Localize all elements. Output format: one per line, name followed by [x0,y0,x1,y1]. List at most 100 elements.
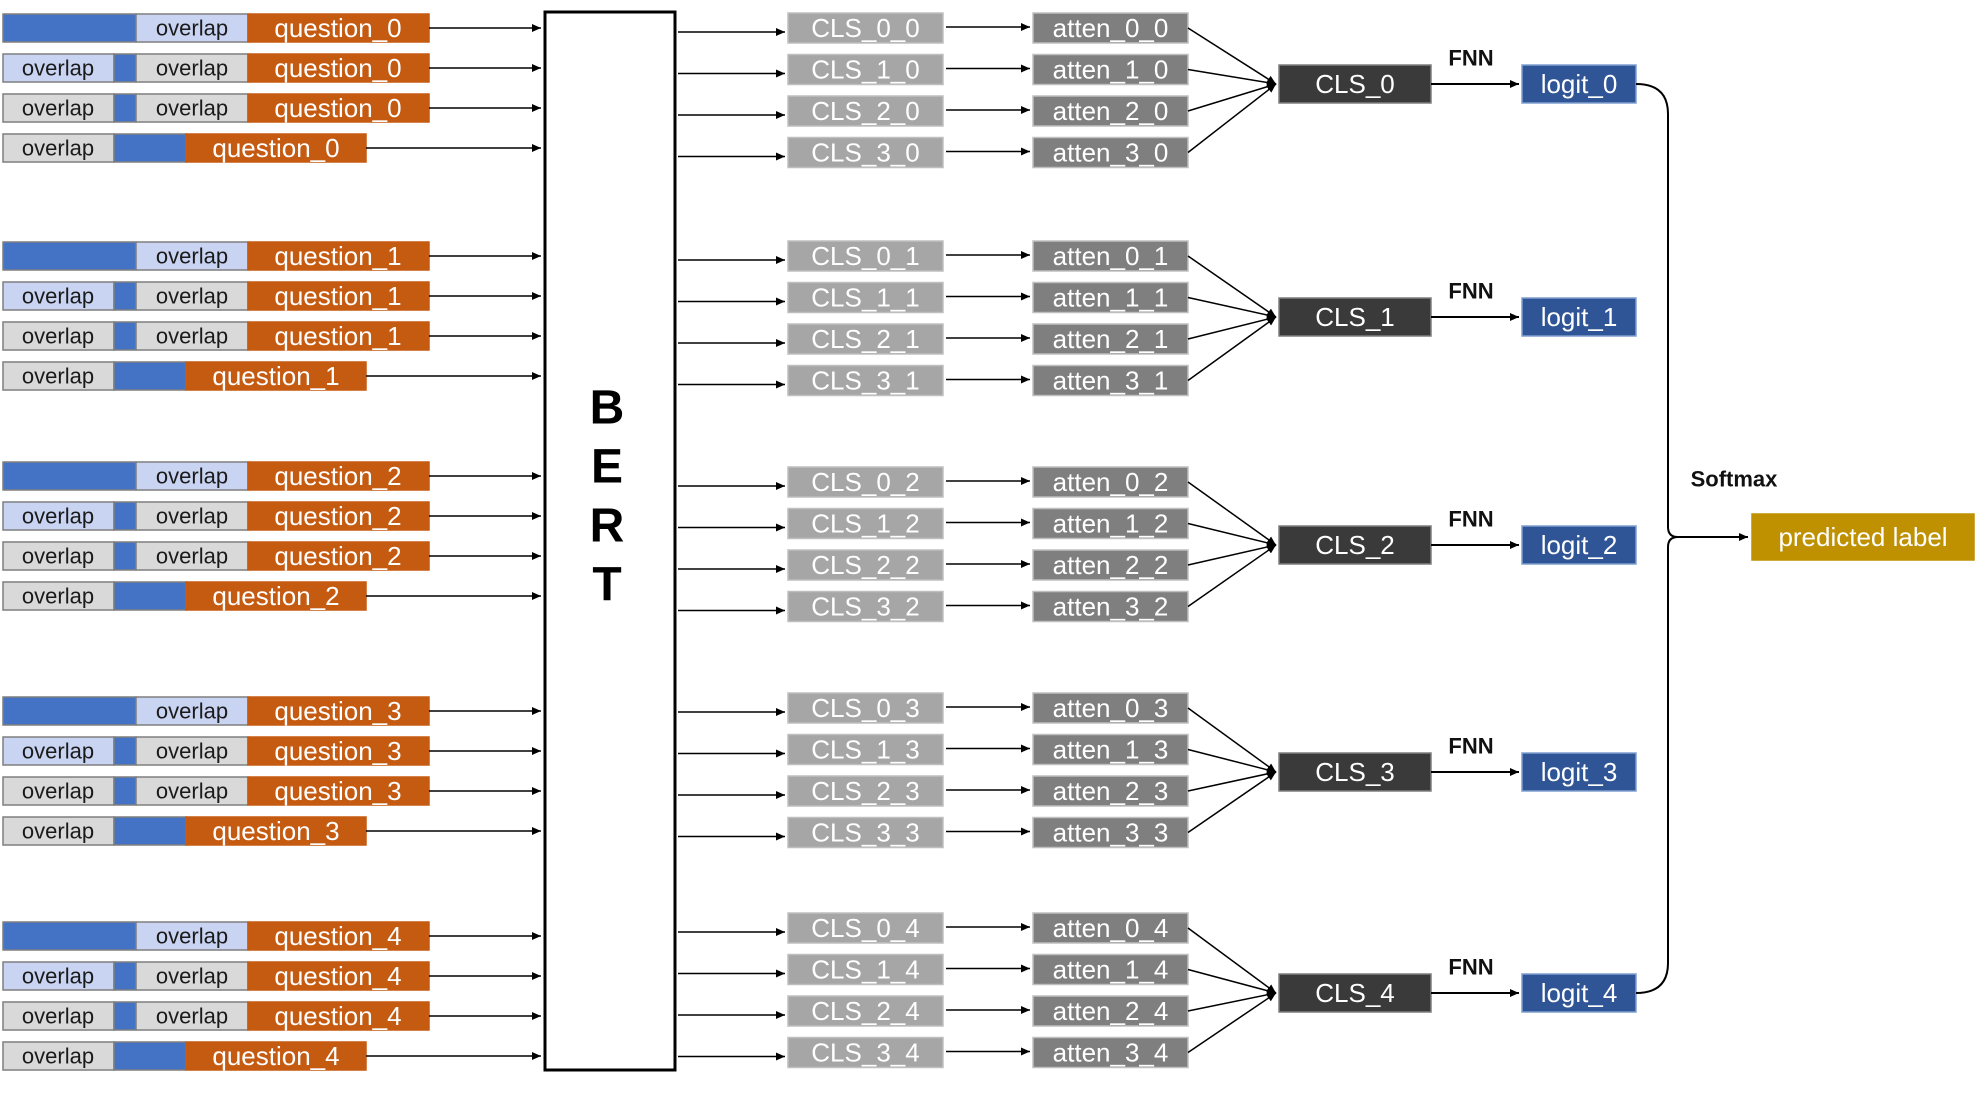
overlap-label: overlap [22,1044,94,1069]
overlap-segment [135,93,249,123]
attention-to-pooled-arrow [1187,316,1277,382]
overlap-label: overlap [156,964,228,989]
bert-letter: B [590,382,625,435]
overlap-label: overlap [156,544,228,569]
cls-token-label: CLS_2_1 [811,324,919,354]
attention-to-pooled-arrow [1187,481,1277,546]
logit-label: logit_1 [1541,302,1618,332]
softmax-brace [1635,83,1679,994]
cls-token-label: CLS_2_3 [811,776,919,806]
attention-label: atten_1_1 [1053,283,1169,313]
chunk-segment [113,133,187,163]
chunk-segment [2,696,137,726]
cls-token-box [787,240,944,272]
bert-letter: R [590,500,625,553]
question-label: question_1 [274,321,401,351]
attention-box [1032,136,1189,169]
overlap-label: overlap [22,96,94,121]
overlap-segment [2,1041,115,1071]
cls-token-box [787,136,944,169]
attention-box [1032,12,1189,44]
question-segment [247,961,430,991]
logit-label: logit_3 [1541,757,1618,787]
chunk-segment [113,961,137,991]
question-label: question_1 [274,281,401,311]
question-segment [247,696,430,726]
overlap-label: overlap [22,504,94,529]
pooled-cls-label: CLS_4 [1315,978,1395,1008]
overlap-label: overlap [156,56,228,81]
bert-letter: E [591,441,623,494]
chunk-segment [2,13,137,43]
cls-token-label: CLS_1_0 [811,55,919,85]
logit-box [1521,297,1637,337]
pooled-cls-label: CLS_3 [1315,757,1395,787]
overlap-label: overlap [22,739,94,764]
overlap-label: overlap [22,284,94,309]
attention-label: atten_1_4 [1053,955,1169,985]
overlap-segment [2,541,115,571]
attention-box [1032,507,1189,540]
overlap-label: overlap [22,364,94,389]
attention-to-pooled-arrow [1187,522,1277,547]
chunk-segment [113,736,137,766]
pooled-cls-box [1278,64,1432,104]
attention-label: atten_3_2 [1053,592,1169,622]
cls-token-box [787,549,944,581]
attention-label: atten_1_3 [1053,735,1169,765]
pooled-cls-box [1278,973,1432,1013]
overlap-label: overlap [22,819,94,844]
attention-label: atten_2_0 [1053,96,1169,126]
cls-token-label: CLS_2_0 [811,96,919,126]
overlap-segment [135,13,249,43]
attention-to-pooled-arrow [1187,769,1277,792]
cls-token-box [787,323,944,355]
cls-token-label: CLS_0_1 [811,241,919,271]
cls-token-box [787,995,944,1027]
question-label: question_2 [274,501,401,531]
overlap-segment [135,541,249,571]
question-label: question_4 [212,1041,339,1071]
overlap-label: overlap [156,1004,228,1029]
attention-to-pooled-arrow [1187,296,1277,319]
attention-to-pooled-arrow [1187,771,1277,834]
overlap-segment [2,53,115,83]
overlap-segment [2,93,115,123]
question-label: question_3 [212,816,339,846]
attention-box [1032,692,1189,724]
question-segment [185,816,367,846]
question-segment [247,53,430,83]
cls-token-label: CLS_3_1 [811,366,919,396]
overlap-label: overlap [156,244,228,269]
cls-token-label: CLS_1_3 [811,735,919,765]
attention-box [1032,466,1189,498]
attention-to-pooled-arrow [1187,543,1277,566]
attention-box [1032,953,1189,986]
question-segment [185,133,367,163]
overlap-label: overlap [22,1004,94,1029]
overlap-label: overlap [156,739,228,764]
predicted-label-box [1751,513,1975,561]
attention-to-pooled-arrow [1187,707,1277,773]
question-segment [185,581,367,611]
cls-token-box [787,733,944,766]
attention-to-pooled-arrow [1187,82,1277,112]
attention-box [1032,281,1189,314]
attention-label: atten_0_4 [1053,913,1169,943]
cls-token-label: CLS_0_4 [811,913,919,943]
question-segment [247,736,430,766]
question-label: question_1 [212,361,339,391]
cls-token-box [787,507,944,540]
overlap-segment [2,361,115,391]
cls-token-box [787,1036,944,1069]
question-label: question_4 [274,1001,401,1031]
pooled-cls-label: CLS_0 [1315,69,1395,99]
cls-token-label: CLS_1_4 [811,955,919,985]
chunk-segment [113,816,187,846]
attention-label: atten_3_0 [1053,138,1169,168]
overlap-label: overlap [156,16,228,41]
overlap-label: overlap [156,699,228,724]
cls-token-box [787,692,944,724]
attention-to-pooled-arrow [1187,968,1277,995]
